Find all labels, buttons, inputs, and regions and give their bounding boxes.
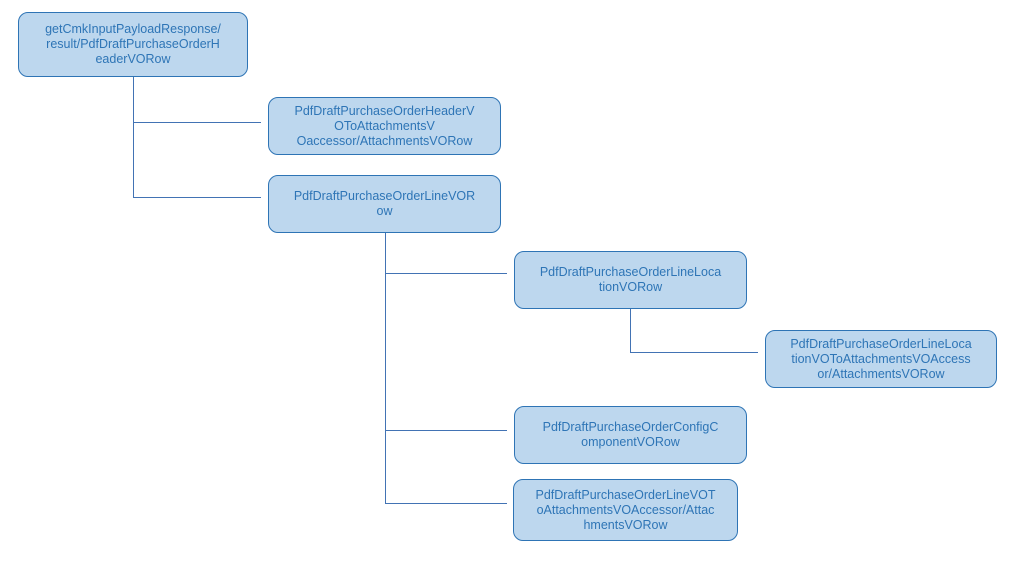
connector-line-to-line-attachments: [385, 503, 507, 505]
tree-node-line: PdfDraftPurchaseOrderLineVOR ow: [260, 167, 501, 233]
connector-line-vertical: [385, 233, 387, 504]
tree-node-line-attachments: PdfDraftPurchaseOrderLineVOT oAttachment…: [505, 471, 738, 541]
connector-line-to-line-location: [385, 273, 507, 275]
connector-root-vertical: [133, 77, 135, 197]
connector-line-location-to-attachments: [630, 352, 758, 354]
connector-line-location-vertical: [630, 309, 632, 353]
connector-root-to-line: [133, 197, 261, 199]
tree-node-line-location-attachments: PdfDraftPurchaseOrderLineLoca tionVOToAt…: [757, 322, 997, 388]
tree-node-header-attachments: PdfDraftPurchaseOrderHeaderV OToAttachme…: [260, 89, 501, 155]
tree-node-line-location: PdfDraftPurchaseOrderLineLoca tionVORow: [506, 243, 747, 309]
tree-node-config-component: PdfDraftPurchaseOrderConfigC omponentVOR…: [506, 398, 747, 464]
connector-root-to-header-attachments: [133, 122, 261, 124]
tree-node-root: getCmkInputPayloadResponse/ result/PdfDr…: [18, 12, 248, 77]
connector-line-to-config-component: [385, 430, 507, 432]
